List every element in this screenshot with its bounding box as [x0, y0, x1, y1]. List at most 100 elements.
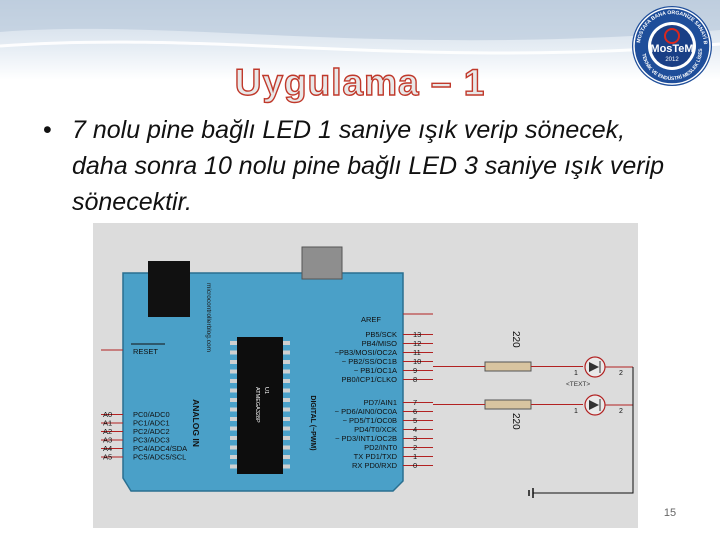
digital-pin-function: PD4/T0/XCK: [354, 425, 397, 434]
resistor-2: 220: [433, 399, 583, 430]
aref-label: AREF: [361, 315, 381, 324]
page-number: 15: [663, 507, 677, 519]
led-2-pin1: 1: [574, 408, 578, 415]
digital-pin-number: 2: [413, 443, 417, 452]
digital-pin-number: 13: [413, 330, 421, 339]
usb-connector: [148, 261, 190, 317]
digital-pin-function: PD2/INT0: [364, 443, 397, 452]
chip-pin-right: [283, 388, 290, 393]
analog-pin-number: A0: [103, 410, 112, 419]
chip-pin-left: [230, 445, 237, 450]
digital-pin-number: 8: [413, 375, 417, 384]
logo-name: MosTeM: [650, 43, 693, 55]
arduino-circuit: microcontrollerblog.com RESET ATMEGA328P…: [93, 223, 638, 528]
digital-pin-number: 11: [413, 348, 421, 357]
analog-pin-number: A5: [103, 453, 112, 462]
chip-pin-left: [230, 341, 237, 345]
chip-pin-right: [283, 341, 290, 345]
chip-pin-left: [230, 350, 237, 355]
digital-pin-function: RX PD0/RXD: [352, 461, 398, 470]
chip-pin-left: [230, 379, 237, 383]
chip-sub: U1: [263, 387, 269, 394]
digital-pin-function: PD7/AIN1: [364, 398, 397, 407]
digital-pin-number: 1: [413, 452, 417, 461]
chip-pin-right: [283, 464, 290, 469]
digital-pin-number: 7: [413, 398, 417, 407]
digital-label: DIGITAL (~PWM): [309, 395, 316, 450]
analog-pin-number: A4: [103, 444, 112, 453]
digital-pin-function: ~ PB2/SS/OC1B: [342, 357, 397, 366]
digital-pin-function: ~ PD5/T1/OC0B: [343, 416, 397, 425]
power-jack: [301, 246, 343, 280]
led-1: [584, 356, 633, 378]
chip-pin-right: [283, 398, 290, 402]
digital-pin-number: 5: [413, 416, 417, 425]
digital-pin-function: PB5/SCK: [365, 330, 397, 339]
digital-pin-number: 12: [413, 339, 421, 348]
chip-pin-left: [230, 398, 237, 402]
analog-pin-function: PC4/ADC4/SDA: [133, 444, 187, 453]
logo-year: 2012: [665, 57, 679, 63]
led-2: [584, 394, 633, 416]
led-2-pin2: 2: [619, 408, 623, 415]
chip-pin-left: [230, 388, 237, 393]
chip-pin-left: [230, 407, 237, 412]
chip-pin-right: [283, 455, 290, 459]
analog-pin-function: PC0/ADC0: [133, 410, 170, 419]
analog-pin-number: A1: [103, 419, 112, 428]
digital-pin-number: 9: [413, 366, 417, 375]
chip-pin-right: [283, 369, 290, 374]
led-text-label: <TEXT>: [566, 381, 590, 388]
chip-pin-left: [230, 426, 237, 431]
digital-pin-function: TX PD1/TXD: [354, 452, 398, 461]
resistor-2-value: 220: [510, 413, 521, 430]
ground-wire: [543, 367, 634, 494]
reset-label: RESET: [133, 347, 158, 356]
digital-pin-function: ~ PD6/AIN0/OC0A: [335, 407, 397, 416]
school-logo: MOSTAFA BAHA ORGANİZE SANAYİ BÖLGESİ TEK…: [630, 4, 712, 86]
analog-pin-number: A2: [103, 427, 112, 436]
digital-pin-number: 10: [413, 357, 421, 366]
digital-pin-function: PB0/ICP1/CLKO: [342, 375, 398, 384]
digital-pin-number: 3: [413, 434, 417, 443]
digital-pin-function: ~ PB1/OC1A: [354, 366, 397, 375]
led-1-pin1: 1: [574, 370, 578, 377]
chip-pins: [230, 341, 290, 469]
chip-pin-right: [283, 436, 290, 440]
bullet-text: 7 nolu pine bağlı LED 1 saniye ışık veri…: [72, 116, 665, 216]
chip-pin-left: [230, 455, 237, 459]
slide-title: Uygulama – 1: [234, 61, 486, 103]
chip-pin-left: [230, 360, 237, 364]
chip-pin-left: [230, 464, 237, 469]
led-1-pin2: 2: [619, 370, 623, 377]
bullet-marker: •: [43, 116, 52, 144]
digital-pin-function: ~ PD3/INT1/OC2B: [335, 434, 397, 443]
chip-pin-left: [230, 369, 237, 374]
chip-pin-right: [283, 426, 290, 431]
resistor-1-value: 220: [510, 331, 521, 348]
chip-pin-right: [283, 407, 290, 412]
digital-pin-number: 0: [413, 461, 417, 470]
microcontroller-chip: [237, 337, 283, 474]
analog-pin-function: PC5/ADC5/SCL: [133, 453, 186, 462]
analog-pin-number: A3: [103, 436, 112, 445]
header-wave: [0, 0, 720, 55]
chip-pin-right: [283, 350, 290, 355]
digital-pin-function: ~PB3/MOSI/OC2A: [335, 348, 397, 357]
chip-pin-right: [283, 417, 290, 421]
chip-pin-right: [283, 360, 290, 364]
digital-pin-number: 4: [413, 425, 417, 434]
chip-pin-right: [283, 445, 290, 450]
digital-pin-function: PB4/MISO: [362, 339, 398, 348]
resistor-1: 220: [433, 331, 583, 372]
analog-in-label: ANALOG IN: [191, 399, 201, 447]
chip-pin-right: [283, 379, 290, 383]
analog-pin-function: PC3/ADC3: [133, 436, 170, 445]
chip-pin-left: [230, 417, 237, 421]
analog-pin-function: PC1/ADC1: [133, 419, 170, 428]
chip-pin-left: [230, 436, 237, 440]
watermark-text: microcontrollerblog.com: [205, 283, 212, 352]
chip-name: ATMEGA328P: [254, 387, 260, 423]
